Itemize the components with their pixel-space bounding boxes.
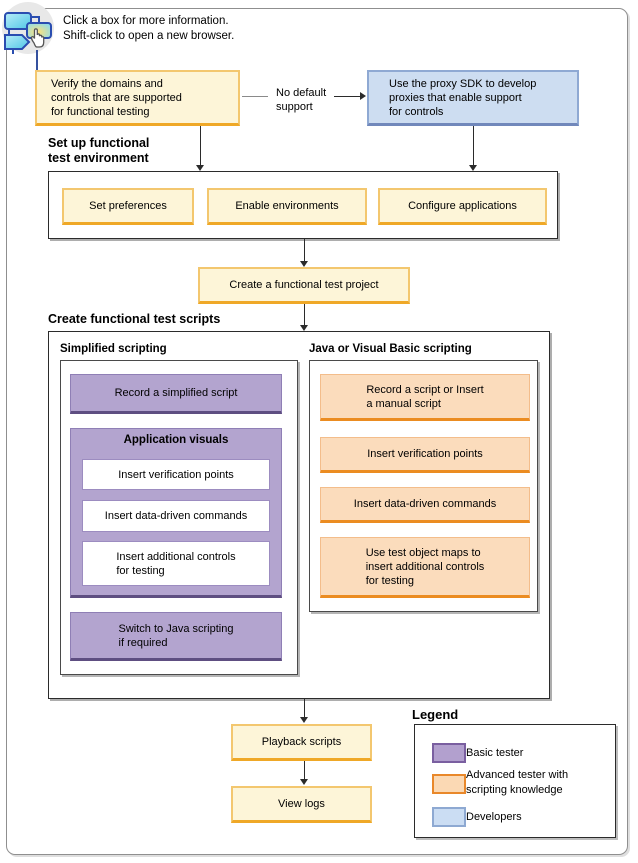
insert-additional-controls-box[interactable]: Insert additional controls for testing xyxy=(82,541,270,586)
arrowhead-right-icon xyxy=(360,92,366,100)
arrowhead-down-icon xyxy=(300,261,308,267)
clickable-diagram-icon xyxy=(1,1,55,55)
advanced-tester-label: Advanced tester with scripting knowledge xyxy=(466,769,569,796)
switch-to-java-box[interactable]: Switch to Java scripting if required xyxy=(70,612,282,661)
record-simplified-script-box[interactable]: Record a simplified script xyxy=(70,374,282,414)
connector-line xyxy=(304,304,305,325)
instruction-text: Click a box for more information. Shift-… xyxy=(63,15,235,42)
legend-heading: Legend xyxy=(412,707,459,722)
java-insert-verification-points-box[interactable]: Insert verification points xyxy=(320,437,530,473)
page-frame xyxy=(6,8,628,855)
arrowhead-down-icon xyxy=(300,779,308,785)
icon-connector-line xyxy=(36,50,38,70)
proxy-sdk-box[interactable]: Use the proxy SDK to develop proxies tha… xyxy=(367,70,579,126)
set-preferences-box[interactable]: Set preferences xyxy=(62,188,194,225)
scripts-section-heading: Create functional test scripts xyxy=(48,312,221,326)
connector-line xyxy=(304,761,305,779)
hand-cursor-icon xyxy=(30,28,45,48)
configure-applications-box[interactable]: Configure applications xyxy=(378,188,547,225)
record-script-box[interactable]: Record a script or Insert a manual scrip… xyxy=(320,374,530,421)
basic-tester-swatch xyxy=(432,743,466,763)
developers-swatch xyxy=(432,807,466,827)
arrowhead-down-icon xyxy=(300,325,308,331)
enable-environments-box[interactable]: Enable environments xyxy=(207,188,367,225)
insert-verification-points-box[interactable]: Insert verification points xyxy=(82,459,270,490)
create-project-box[interactable]: Create a functional test project xyxy=(198,267,410,304)
view-logs-box[interactable]: View logs xyxy=(231,786,372,823)
developers-label: Developers xyxy=(466,811,522,823)
arrowhead-down-icon xyxy=(300,717,308,723)
connector-line xyxy=(473,126,474,165)
insert-data-driven-commands-box[interactable]: Insert data-driven commands xyxy=(82,500,270,532)
java-insert-data-driven-commands-box[interactable]: Insert data-driven commands xyxy=(320,487,530,523)
connector-line xyxy=(200,126,201,165)
application-visuals-title: Application visuals xyxy=(123,434,229,446)
arrowhead-down-icon xyxy=(196,165,204,171)
arrowhead-down-icon xyxy=(469,165,477,171)
connector-line xyxy=(304,699,305,717)
playback-scripts-box[interactable]: Playback scripts xyxy=(231,724,372,761)
test-object-maps-box[interactable]: Use test object maps to insert additiona… xyxy=(320,537,530,598)
verify-domains-box[interactable]: Verify the domains and controls that are… xyxy=(35,70,240,126)
simplified-scripting-heading: Simplified scripting xyxy=(60,343,167,355)
connector-line xyxy=(304,239,305,261)
java-scripting-heading: Java or Visual Basic scripting xyxy=(309,343,472,355)
advanced-tester-swatch xyxy=(432,774,466,794)
setup-section-heading: Set up functional test environment xyxy=(48,136,150,165)
basic-tester-label: Basic tester xyxy=(466,747,524,759)
connector-line xyxy=(242,96,268,97)
no-default-support-label: No default support xyxy=(276,87,327,113)
connector-line xyxy=(334,96,360,97)
